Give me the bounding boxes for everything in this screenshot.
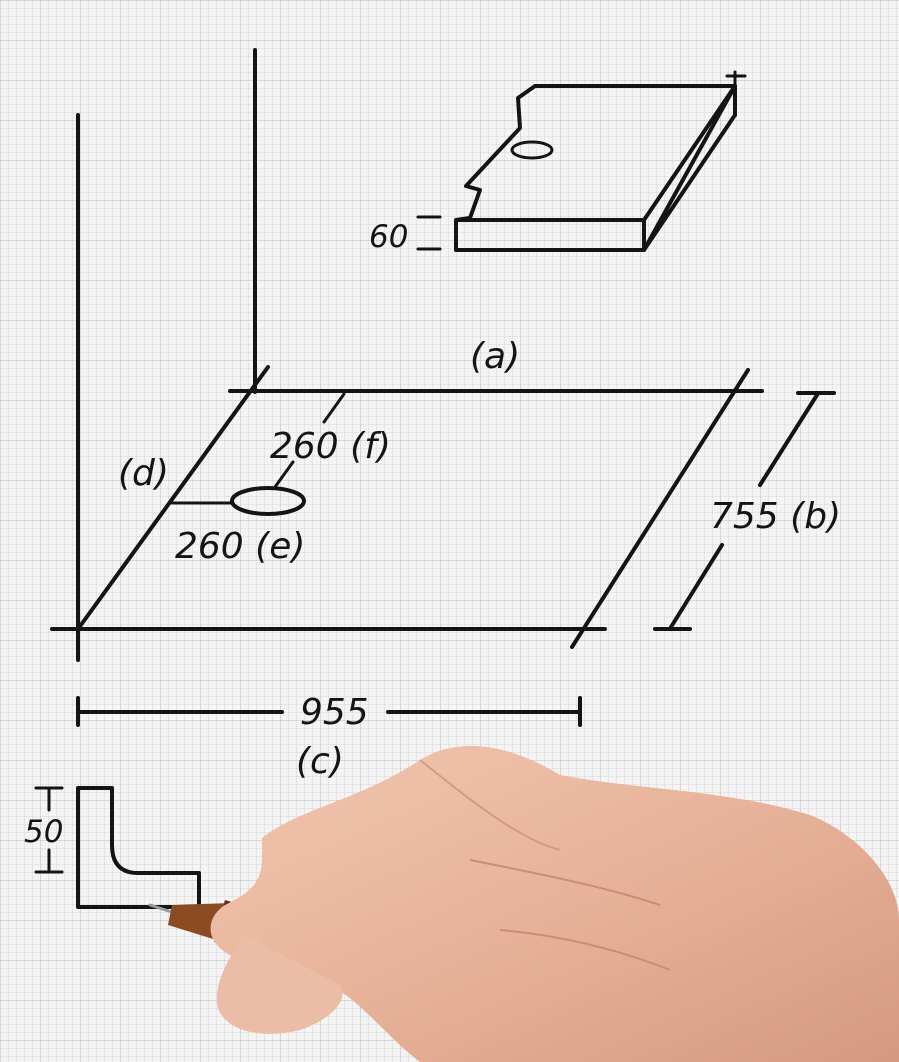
label-e: 260 (e) <box>175 526 305 567</box>
label-c: (c) <box>296 741 344 782</box>
hand-holding-pen-icon <box>148 745 899 1062</box>
dimension-b-line-lower <box>669 543 724 629</box>
slab-detail <box>416 70 747 252</box>
right-edge-line <box>570 368 750 649</box>
label-a: (a) <box>470 336 520 377</box>
label-profile-height: 50 <box>24 814 63 850</box>
label-b: 755 (b) <box>710 496 841 537</box>
dimension-b-line-upper <box>758 393 819 487</box>
label-d: (d) <box>118 453 169 494</box>
dimension-f-tick <box>322 392 346 424</box>
left-edge-line <box>76 365 270 631</box>
label-thickness: 60 <box>369 219 408 255</box>
label-width: 955 <box>300 692 369 733</box>
hole-ellipse <box>230 486 306 516</box>
dimension-f-leader <box>273 460 295 489</box>
slab-hole-ellipse <box>510 140 554 160</box>
profile-detail <box>34 786 201 909</box>
label-f: 260 (f) <box>270 426 391 467</box>
